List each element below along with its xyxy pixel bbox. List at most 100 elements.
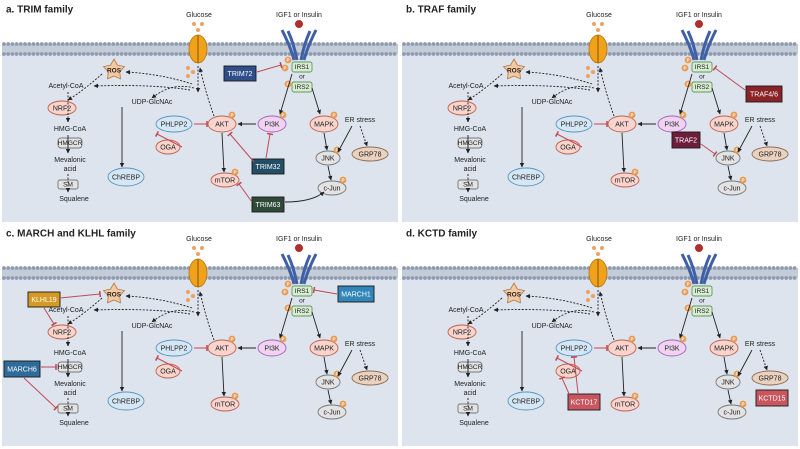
lipid-head xyxy=(607,52,612,56)
phosphate-label: P xyxy=(686,58,689,63)
lipid-head xyxy=(502,276,507,280)
lipid-head xyxy=(60,276,65,280)
lipid-head xyxy=(561,276,566,280)
lipid-head xyxy=(477,52,482,56)
receptor-arm xyxy=(702,253,718,285)
lipid-head xyxy=(39,42,44,46)
ros-star xyxy=(502,58,526,80)
phosphate-circle xyxy=(339,400,347,408)
irs2-node-label: IRS2 xyxy=(295,308,310,315)
irs2-node-label: IRS2 xyxy=(695,84,710,91)
akt-node-label: AKT xyxy=(615,121,629,128)
lipid-head xyxy=(435,52,440,56)
lipid-head xyxy=(2,276,6,280)
lipid-head xyxy=(128,52,132,56)
lipid-head xyxy=(342,266,347,270)
phlpp2-node: PHLPP2 xyxy=(555,339,593,357)
phosphate-label: P xyxy=(341,402,344,407)
pi3k-node-label: PI3K xyxy=(264,345,280,352)
ligand-label: IGF1 or Insulin xyxy=(676,12,722,19)
lipid-head xyxy=(81,276,86,280)
lipid-head xyxy=(174,42,179,46)
glucose-label: Glucose xyxy=(586,236,612,243)
glucose-molecule xyxy=(191,294,195,298)
lipid-head xyxy=(561,42,566,46)
lipid-head xyxy=(721,266,726,270)
lipid-head xyxy=(279,276,284,280)
lipid-head xyxy=(675,42,679,46)
lipid-head xyxy=(620,276,625,280)
receptor-arm xyxy=(299,30,312,61)
lipid-head xyxy=(325,266,330,270)
lipid-head xyxy=(312,52,317,56)
lipid-head xyxy=(178,266,183,270)
lipid-head xyxy=(107,52,111,56)
cjun-node-shape xyxy=(717,180,747,196)
lipid-head xyxy=(354,266,359,270)
jnk-to-cjun-arrow xyxy=(327,165,333,181)
trim63-box: TRIM63 xyxy=(251,196,285,213)
lipid-head xyxy=(670,276,675,280)
klhl19-box: KLHL19 xyxy=(27,291,61,308)
lipid-head xyxy=(574,266,579,270)
lipid-head xyxy=(174,266,179,270)
lipid-head xyxy=(342,42,347,46)
glucose-molecule xyxy=(586,290,590,294)
lipid-head xyxy=(317,266,321,270)
lipid-head xyxy=(140,276,145,280)
irs1-to-pi3k-arrow xyxy=(279,297,293,339)
phosphate-label: P xyxy=(286,58,289,63)
lipid-head xyxy=(266,276,271,280)
lipid-head xyxy=(418,266,423,270)
lipid-head xyxy=(224,42,229,46)
phlpp2-node-shape xyxy=(155,339,193,357)
trim63-box-shape xyxy=(251,196,285,213)
chrebp-node: ChREBP xyxy=(507,391,545,411)
lipid-head xyxy=(333,52,338,56)
lipid-head xyxy=(448,266,453,270)
hmgcr-node-label: HMGCR xyxy=(58,140,83,147)
lipid-head xyxy=(346,42,351,46)
glucose-to-acetyl-arrow xyxy=(493,83,591,91)
receptor-arm xyxy=(680,29,696,61)
lipid-head xyxy=(48,266,53,270)
lipid-head xyxy=(666,266,671,270)
lipid-head xyxy=(523,276,528,280)
lipid-head xyxy=(56,266,61,270)
lipid-head xyxy=(448,276,453,280)
glucose-to-acetyl-arrow xyxy=(93,307,191,315)
lipid-head xyxy=(102,266,107,270)
lipid-head xyxy=(725,52,730,56)
lipid-head xyxy=(675,52,679,56)
lipid-head xyxy=(325,52,330,56)
lipid-head xyxy=(725,266,730,270)
lipid-head xyxy=(582,276,587,280)
phosphate-circle xyxy=(730,111,738,119)
lipid-head xyxy=(721,276,726,280)
lipid-head xyxy=(279,266,284,270)
lipid-head xyxy=(553,42,558,46)
ros-to-nrf2-arrow xyxy=(67,73,103,101)
lipid-head xyxy=(654,276,658,280)
lipid-head xyxy=(511,276,516,280)
phosphate-label: P xyxy=(230,337,233,342)
cjun-node-shape xyxy=(317,404,347,420)
lipid-head xyxy=(452,42,457,46)
cjun-node: c-Jun xyxy=(717,180,747,196)
lipid-head xyxy=(249,52,254,56)
er-to-jnk-arrow xyxy=(737,349,753,377)
lipid-head xyxy=(262,42,267,46)
lipid-head xyxy=(325,42,330,46)
chrebp-node-label: ChREBP xyxy=(112,174,140,181)
lipid-head xyxy=(296,42,300,46)
lipid-head xyxy=(132,266,137,270)
lipid-head xyxy=(658,52,663,56)
phosphate-label: P xyxy=(281,113,284,118)
lipid-head xyxy=(60,266,65,270)
lipid-head xyxy=(321,52,326,56)
trim72-box: TRIM72 xyxy=(223,65,257,82)
cjun-node-label: c-Jun xyxy=(723,185,740,192)
phosphate-marker: P xyxy=(684,280,692,288)
hmgcr-node: HMGCR xyxy=(457,361,483,373)
lipid-head xyxy=(754,42,759,46)
